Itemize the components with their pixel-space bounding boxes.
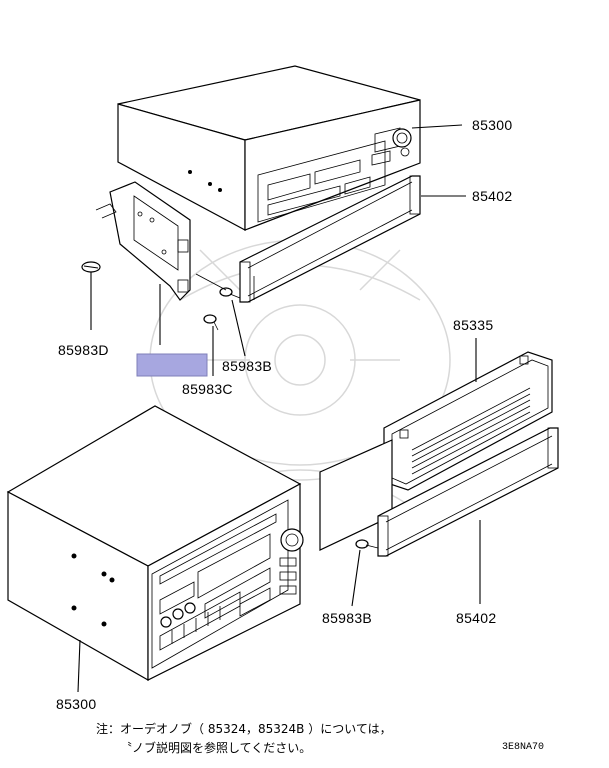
screw-85983b-top (195, 273, 246, 357)
label-top-bracket[interactable]: 85402 (472, 188, 512, 204)
highlight-box[interactable] (136, 353, 208, 377)
diagram-code: 3E8NA70 (502, 742, 544, 753)
label-screw-85983c[interactable]: 85983C (182, 381, 233, 397)
top-bracket (239, 175, 421, 303)
screw-85983b-bottom (351, 539, 379, 607)
label-screw-85983b-bottom[interactable]: 85983B (322, 610, 372, 626)
label-top-radio[interactable]: 85300 (472, 117, 512, 133)
screw-85983c (203, 314, 219, 376)
label-screw-85983d[interactable]: 85983D (58, 342, 109, 358)
screw-85983d (81, 261, 101, 330)
label-cover[interactable]: 85335 (453, 317, 493, 333)
note-line-2: 〝ノブ説明図を参照してください。 (120, 740, 311, 755)
bottom-radio-unit (6, 405, 304, 682)
label-bottom-bracket[interactable]: 85402 (456, 610, 496, 626)
bottom-bracket (319, 427, 559, 557)
top-radio-unit (117, 65, 421, 232)
side-bracket (95, 181, 191, 301)
cover-panel (383, 351, 553, 491)
label-bottom-radio[interactable]: 85300 (56, 696, 96, 712)
note-line-1: 注：オーデオノブ（ 85324，85324B ）については， (96, 721, 392, 736)
label-screw-85983b-top[interactable]: 85983B (222, 358, 272, 374)
leader-top-radio (411, 124, 463, 129)
leader-bottom-radio (77, 639, 81, 693)
